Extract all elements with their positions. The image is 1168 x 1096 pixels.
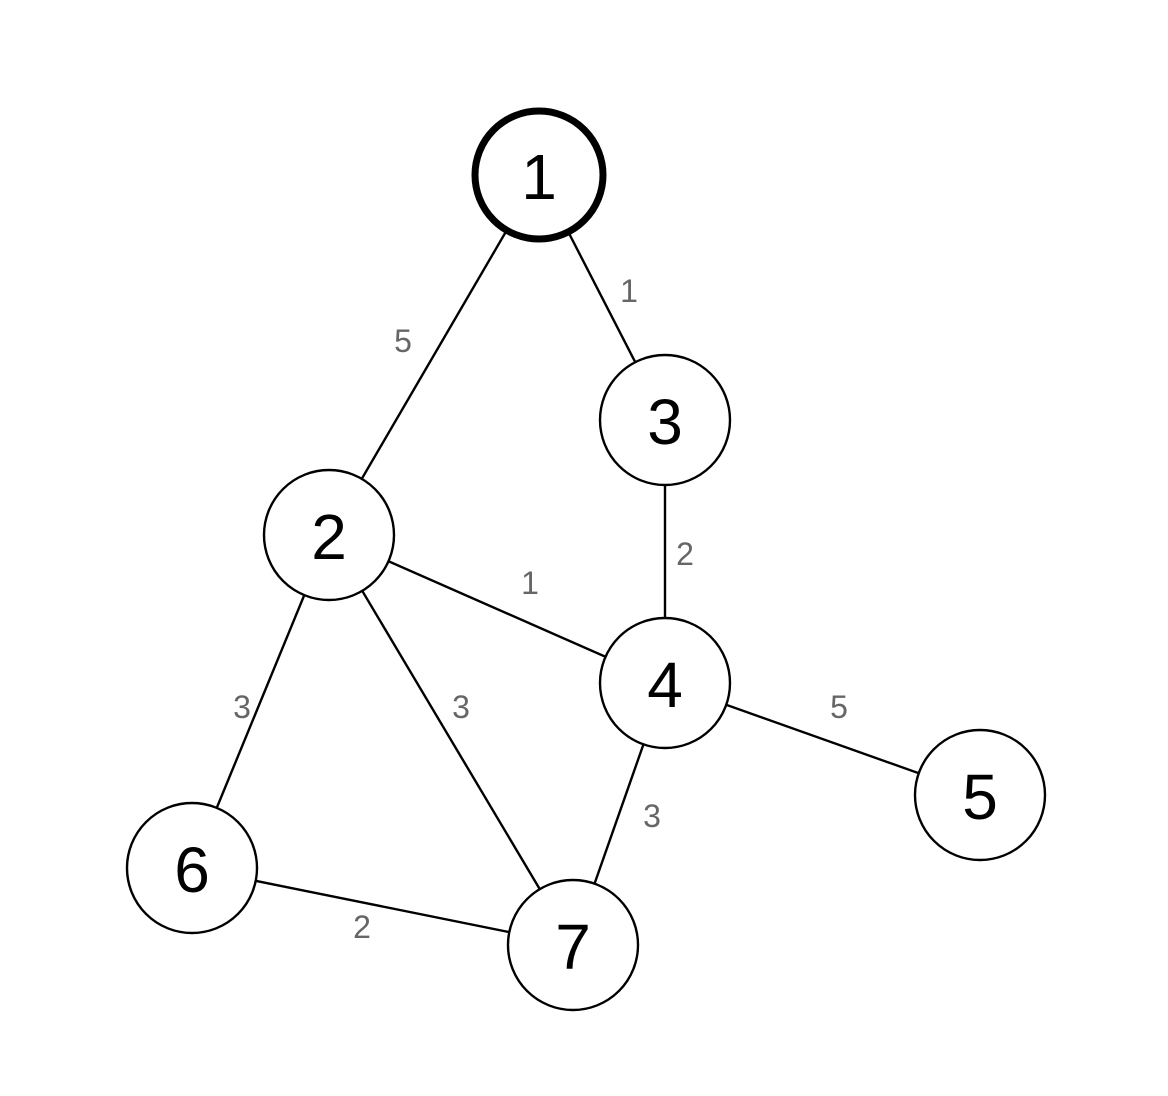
edge-weight-3-4: 2	[676, 536, 694, 572]
node-circle-3	[598, 353, 732, 487]
node-circle-7	[506, 878, 640, 1012]
edge-1-2	[327, 174, 541, 536]
edge-2-7	[327, 534, 575, 946]
nodes-layer: 1 2 3 4 5 6 7	[125, 107, 1047, 1012]
node-6: 6	[125, 801, 259, 935]
node-circle-5	[913, 728, 1047, 862]
edge-weight-2-6: 3	[233, 689, 251, 725]
edge-weight-4-5: 5	[830, 689, 848, 725]
node-label-1: 1	[521, 141, 557, 213]
node-circle-1	[471, 107, 607, 243]
node-label-2: 2	[311, 501, 347, 573]
node-3: 3	[598, 353, 732, 487]
node-4: 4	[598, 616, 732, 750]
edge-weight-2-7: 3	[452, 689, 470, 725]
node-label-5: 5	[962, 761, 998, 833]
node-7: 7	[506, 878, 640, 1012]
node-1: 1	[471, 107, 607, 243]
node-circle-4	[598, 616, 732, 750]
node-circle-6	[125, 801, 259, 935]
edge-weights-layer: 5 1 2 1 3 3 5 3 2	[233, 273, 848, 945]
edge-weight-1-3: 1	[620, 273, 638, 309]
edge-weight-4-7: 3	[643, 798, 661, 834]
node-2: 2	[262, 468, 396, 602]
edge-weight-6-7: 2	[353, 909, 371, 945]
node-circle-2	[262, 468, 396, 602]
edge-weight-1-2: 5	[394, 323, 412, 359]
node-label-3: 3	[647, 386, 683, 458]
node-5: 5	[913, 728, 1047, 862]
node-label-4: 4	[647, 649, 683, 721]
node-label-6: 6	[174, 834, 210, 906]
node-label-7: 7	[555, 911, 591, 983]
edge-weight-2-4: 1	[521, 565, 539, 601]
